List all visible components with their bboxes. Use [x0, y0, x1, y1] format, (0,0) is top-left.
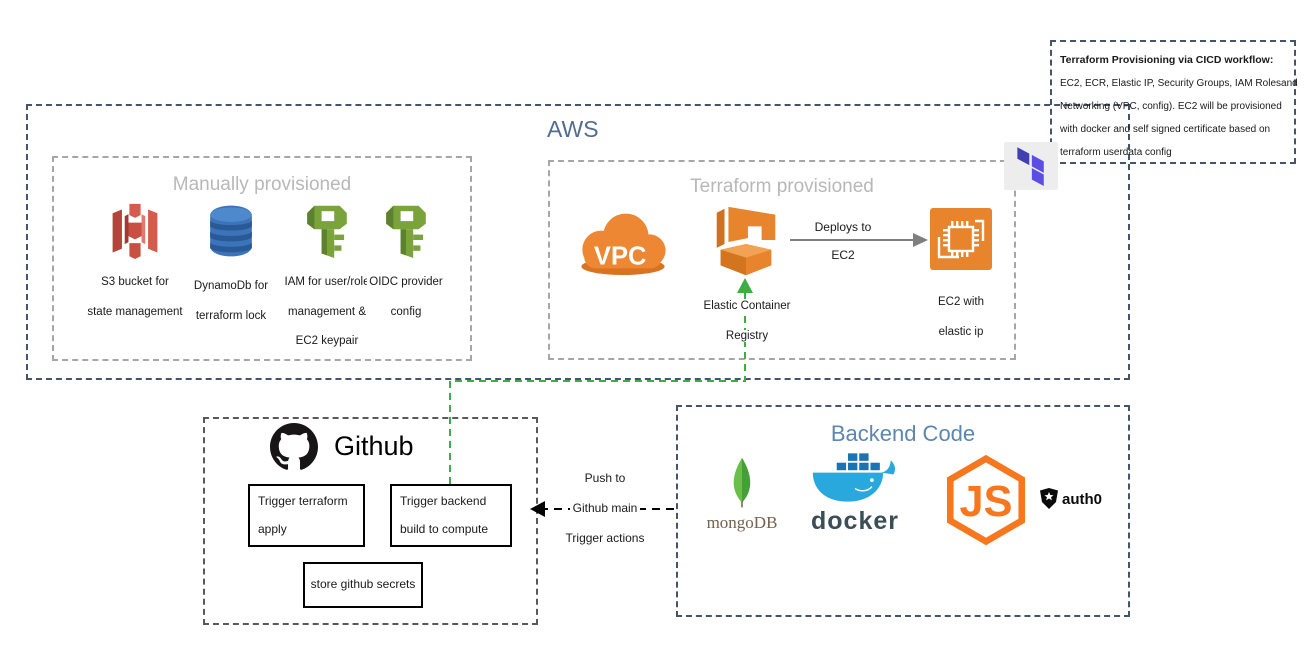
ec2-icon: [930, 208, 992, 270]
docker-wordmark: docker: [811, 507, 899, 535]
auth0-logo: auth0: [1038, 487, 1102, 511]
terraform-provisioned-title: Terraform provisioned: [690, 176, 874, 197]
ec2-caption: EC2 with elastic ip: [935, 296, 987, 339]
backend-code-box: Backend Code mongoDB docker JS: [676, 405, 1130, 617]
trigger-terraform-apply-box: Trigger terraform apply: [248, 484, 365, 547]
push-to-github-label: Push to Github main Trigger actions: [553, 471, 657, 546]
terraform-icon: [1017, 147, 1044, 187]
manually-provisioned-title: Manually provisioned: [172, 174, 352, 195]
github-title: Github: [334, 431, 414, 461]
deploys-to-label: Deploys to EC2: [810, 220, 876, 263]
auth0-shield-icon: [1040, 488, 1058, 509]
s3-item: S3 bucket for state management: [78, 202, 192, 319]
nodejs-hexagon-icon: JS: [946, 454, 1026, 546]
github-box: Github Trigger terraform apply Trigger b…: [203, 417, 538, 625]
auth0-wordmark: auth0: [1062, 490, 1103, 508]
iam-caption: IAM for user/role management & EC2 keypa…: [282, 276, 372, 348]
nodejs-js-label: JS: [960, 478, 1013, 526]
note-line: terraform userdata config: [1060, 147, 1172, 158]
aws-group-title: AWS: [547, 116, 599, 142]
vpc-label: VPC: [594, 243, 646, 271]
manually-provisioned-box: Manually provisioned S3 bucket for state…: [52, 156, 472, 361]
s3-icon: [112, 203, 158, 259]
note-line: with docker and self signed certificate …: [1060, 124, 1271, 135]
terraform-logo: [1004, 142, 1058, 190]
oidc-item: OIDC provider config: [349, 202, 463, 319]
mongodb-logo: mongoDB: [696, 453, 788, 533]
terraform-provisioned-box: Terraform provisioned: [548, 160, 1016, 360]
oidc-key-icon: [386, 205, 426, 258]
mongodb-wordmark: mongoDB: [706, 513, 778, 532]
dynamodb-item: DynamoDb for terraform lock: [174, 202, 288, 323]
iam-key-icon: [307, 205, 347, 258]
vpc-cloud-icon: VPC: [581, 213, 666, 276]
iam-item: IAM for user/role management & EC2 keypa…: [270, 202, 384, 348]
cicd-note-box: Terraform Provisioning via CICD workflow…: [1050, 40, 1298, 164]
dynamodb-icon: [210, 205, 252, 257]
note-title: Terraform Provisioning via CICD workflow…: [1060, 54, 1274, 66]
s3-caption: S3 bucket for state management: [85, 276, 185, 319]
oidc-caption: OIDC provider config: [367, 276, 445, 319]
docker-whale-icon: [812, 452, 896, 502]
store-github-secrets-box: store github secrets: [303, 562, 423, 608]
ecr-caption: Elastic Container Registry: [701, 300, 793, 343]
note-line: EC2, ECR, Elastic IP, Security Groups, I…: [1060, 78, 1298, 89]
dynamodb-caption: DynamoDb for terraform lock: [191, 280, 271, 323]
github-octocat-icon: [270, 423, 318, 470]
mongodb-leaf-icon: [733, 457, 751, 508]
ecr-icon: [716, 206, 776, 276]
trigger-backend-build-box: Trigger backend build to compute: [390, 484, 512, 547]
backend-code-title: Backend Code: [830, 421, 976, 446]
note-line: Networking (VPC, config). EC2 will be pr…: [1060, 101, 1282, 112]
docker-logo: docker: [800, 451, 910, 536]
